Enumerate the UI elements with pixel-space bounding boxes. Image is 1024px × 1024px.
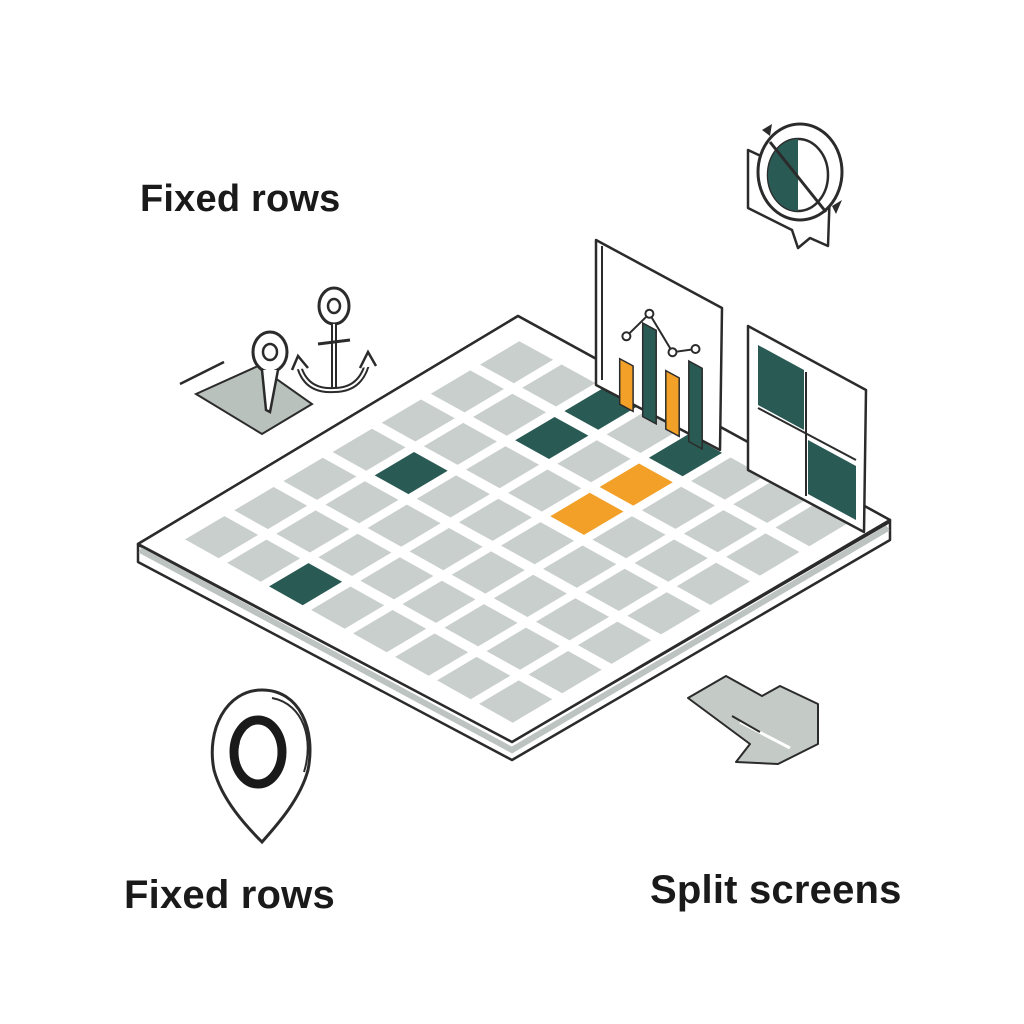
chart-bar [641,321,657,426]
grid-cell [402,580,476,623]
grid-cell [508,469,582,512]
grid-cell [416,475,490,518]
split-screens-label: Split screens [650,868,902,912]
grid-cell [395,633,469,676]
chart-bar [618,357,634,413]
chart-line [625,312,696,354]
chart-point [621,331,632,342]
grid-cell [606,411,680,453]
grid-cell [515,417,589,459]
grid-cell [648,434,723,477]
grid-cell [269,563,343,606]
chart-point [690,344,701,354]
grid-cell [409,528,483,571]
refresh-chat-icon [746,122,844,250]
grid-cell [185,516,259,559]
pin-anchor-icon [179,286,378,436]
chart-marks [618,308,703,451]
bar-line-chart-icon [594,238,724,452]
grid-cell [726,533,800,576]
grid-cell [535,598,609,641]
grid-cell [501,522,575,565]
chart-bar [688,359,703,451]
grid-cell [458,498,532,541]
grid-cell [683,510,758,553]
grid-cell [325,481,399,524]
grid-cell [691,457,765,500]
grid-cell [493,574,567,617]
grid-cell [641,486,715,529]
grid-cell [577,621,652,664]
grid-cell [543,545,617,588]
grid-cell [430,370,504,413]
grid-cell [451,551,525,594]
grid-cell [627,592,701,635]
grid-cell [381,399,455,442]
grid-cell [592,516,666,559]
grid-cell [360,557,434,600]
split-pane [758,345,804,430]
fixed-rows-label-top: Fixed rows [140,178,341,220]
grid-cell [311,586,385,629]
chart-bar [665,369,680,438]
chart-point [644,308,655,319]
grid-cell [550,492,624,535]
location-pin-icon [210,688,312,845]
grid-cell [367,504,441,547]
grid-cell [374,452,448,495]
grid-cell [599,463,673,506]
grid-cell [227,539,301,582]
grid-cell [528,651,602,694]
grid-cell [283,457,357,500]
grid-cell [276,510,350,553]
arrow-down-right-icon [687,675,819,765]
grid-cell [444,604,518,647]
grid-cell [480,341,554,384]
pushpin-icon [251,330,289,414]
grid-cell [332,428,406,471]
grid-cell [676,562,750,605]
grid-cell [437,656,511,700]
grid-cell [585,568,659,611]
grid-cell [486,627,560,670]
chart-point [667,347,678,358]
grid-cell [479,680,553,723]
grid-cell [234,487,308,530]
grid-cell [522,364,596,407]
fixed-rows-label-bottom: Fixed rows [124,873,335,917]
split-pane [808,440,856,520]
grid-cell [318,533,392,576]
grid-cell [353,610,427,653]
grid-cell [557,440,631,483]
grid-cell [423,422,497,465]
grid-cell [473,393,547,436]
anchor-icon [290,286,378,394]
grid-cell [634,539,708,582]
split-screen-icon [746,324,868,534]
grid-cell [466,446,540,489]
